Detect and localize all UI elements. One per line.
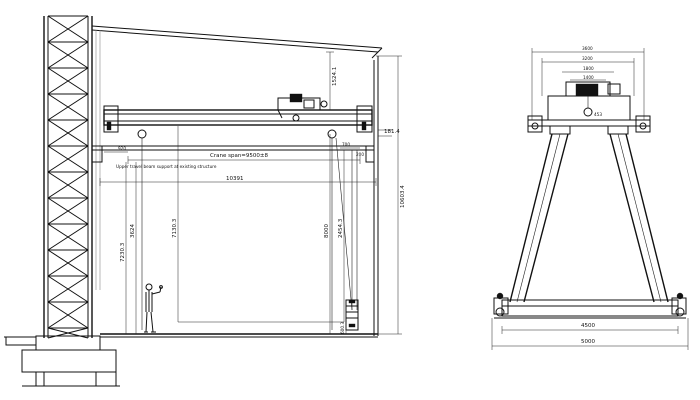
center-dim-label: 453	[594, 112, 602, 117]
end-top-beam	[527, 95, 651, 135]
crane-span-label: Crane span=9500±8	[210, 153, 269, 159]
support-note: Upper travel beam support at existing st…	[116, 164, 217, 169]
offset-right-label: 700	[342, 142, 350, 147]
height-left-1-label: 7230.3	[120, 242, 126, 262]
bottom-dim-label: 600.3	[340, 322, 345, 334]
end-base-dimensions: 4500 5000	[491, 318, 689, 350]
side-dimension-labels: Crane span=9500±8 Upper travel beam supp…	[116, 67, 406, 334]
right-offset-label: 181.4	[384, 129, 400, 135]
top-width-mid-label: 3200	[582, 56, 593, 61]
end-base	[493, 292, 687, 319]
base-inner-label: 4500	[581, 323, 595, 329]
offset-left-label: 920	[118, 146, 126, 151]
height-mid-label: 7130.3	[172, 218, 178, 238]
offset-top-label: 200	[356, 152, 364, 157]
main-girder	[103, 93, 373, 133]
side-view: Crane span=9500±8 Upper travel beam supp…	[4, 15, 406, 387]
total-length-label: 10391	[226, 176, 244, 182]
support-rail	[91, 145, 375, 163]
clearance-top-label: 1524.1	[332, 67, 338, 86]
base-outer-label: 5000	[581, 339, 595, 345]
height-left-2-label: 3624	[130, 224, 136, 238]
end-top-dimensions: 3600 3200 1800 1400	[531, 46, 645, 120]
height-right-1-label: 8000	[324, 224, 330, 238]
top-width-inner-label: 1800	[583, 66, 594, 71]
end-hoist: 453	[565, 81, 621, 117]
building-structure	[4, 25, 383, 346]
end-legs	[509, 133, 669, 303]
hoist-dim-label: 1400	[583, 75, 594, 80]
top-width-outer-label: 3600	[582, 46, 593, 51]
end-view: 3600 3200 1800 1400 453	[491, 46, 689, 350]
overall-height-label: 10603.4	[400, 185, 406, 208]
side-dimensions	[99, 51, 402, 335]
lattice-tower	[21, 15, 120, 387]
height-right-2-label: 2454.3	[338, 218, 344, 238]
person-figure	[144, 283, 163, 333]
